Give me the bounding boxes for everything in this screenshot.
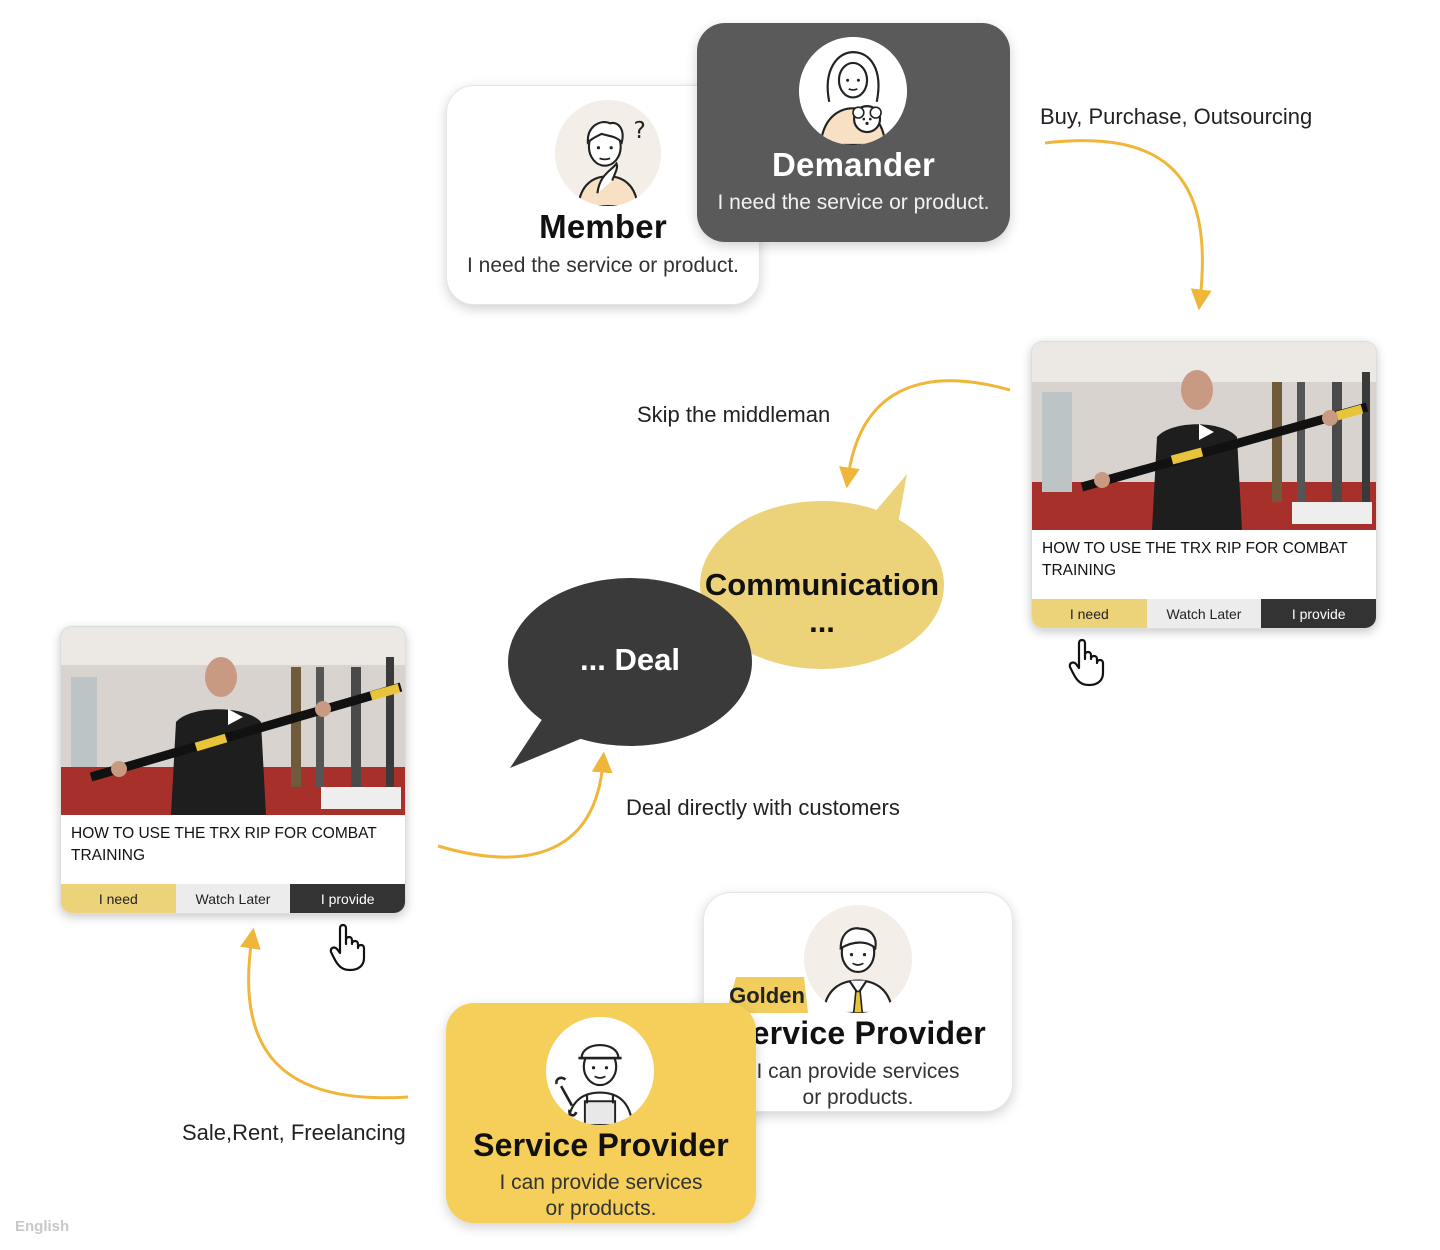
video-actions: I need Watch Later I provide [61,884,405,913]
video-thumbnail[interactable] [1032,342,1376,530]
communication-dots: ... [809,604,835,639]
watch-later-button[interactable]: Watch Later [175,884,291,913]
member-title: Member [539,208,667,245]
label-sale: Sale,Rent, Freelancing [182,1120,406,1145]
label-buy: Buy, Purchase, Outsourcing [1040,104,1313,129]
arrow-buy [1044,139,1212,311]
video-title[interactable]: HOW TO USE THE TRX RIP FOR COMBAT TRAINI… [1042,540,1348,579]
video-title[interactable]: HOW TO USE THE TRX RIP FOR COMBAT TRAINI… [71,825,377,864]
video-card-right[interactable]: HOW TO USE THE TRX RIP FOR COMBAT TRAINI… [1031,341,1377,629]
arrow-deal [437,751,613,859]
question-thinking-person-icon: ? [555,100,661,206]
arrow-skip [839,379,1011,489]
worker-with-wrench-icon [546,1017,654,1125]
play-icon[interactable] [1196,422,1216,442]
video-card-left[interactable]: HOW TO USE THE TRX RIP FOR COMBAT TRAINI… [60,626,406,914]
service-provider-desc-1: I can provide services [499,1171,703,1194]
service-provider-card: Service Provider I can provide services … [446,1003,756,1223]
video-thumbnail[interactable] [61,627,405,815]
video-actions: I need Watch Later I provide [1032,599,1376,628]
deal-text: ... Deal [580,642,680,677]
golden-badge: Golden [726,977,808,1013]
hand-pointer-icon [329,923,366,972]
demander-card: Demander I need the service or product. [697,23,1010,242]
woman-with-dog-icon [799,37,907,145]
svg-text:?: ? [633,117,645,144]
play-icon[interactable] [225,707,245,727]
i-need-button[interactable]: I need [61,884,176,913]
demander-title: Demander [772,146,935,183]
label-deal-direct: Deal directly with customers [626,795,900,820]
communication-text: Communication [704,567,940,602]
arrow-sale [240,927,409,1100]
i-provide-button[interactable]: I provide [290,884,405,913]
hand-pointer-icon [1068,638,1105,687]
demander-desc: I need the service or product. [717,191,990,214]
golden-provider-desc-2: or products. [802,1086,914,1109]
member-desc: I need the service or product. [467,254,739,277]
service-provider-desc-2: or products. [545,1197,657,1220]
service-provider-title: Service Provider [473,1127,729,1163]
label-skip: Skip the middleman [637,402,831,427]
golden-provider-title: Service Provider [730,1015,986,1051]
golden-provider-desc-1: I can provide services [756,1060,960,1083]
golden-badge-text: Golden [729,983,805,1008]
businessman-icon [804,905,912,1013]
watch-later-button[interactable]: Watch Later [1146,599,1262,628]
i-provide-button[interactable]: I provide [1261,599,1376,628]
language-label[interactable]: English [15,1218,70,1235]
i-need-button[interactable]: I need [1032,599,1147,628]
